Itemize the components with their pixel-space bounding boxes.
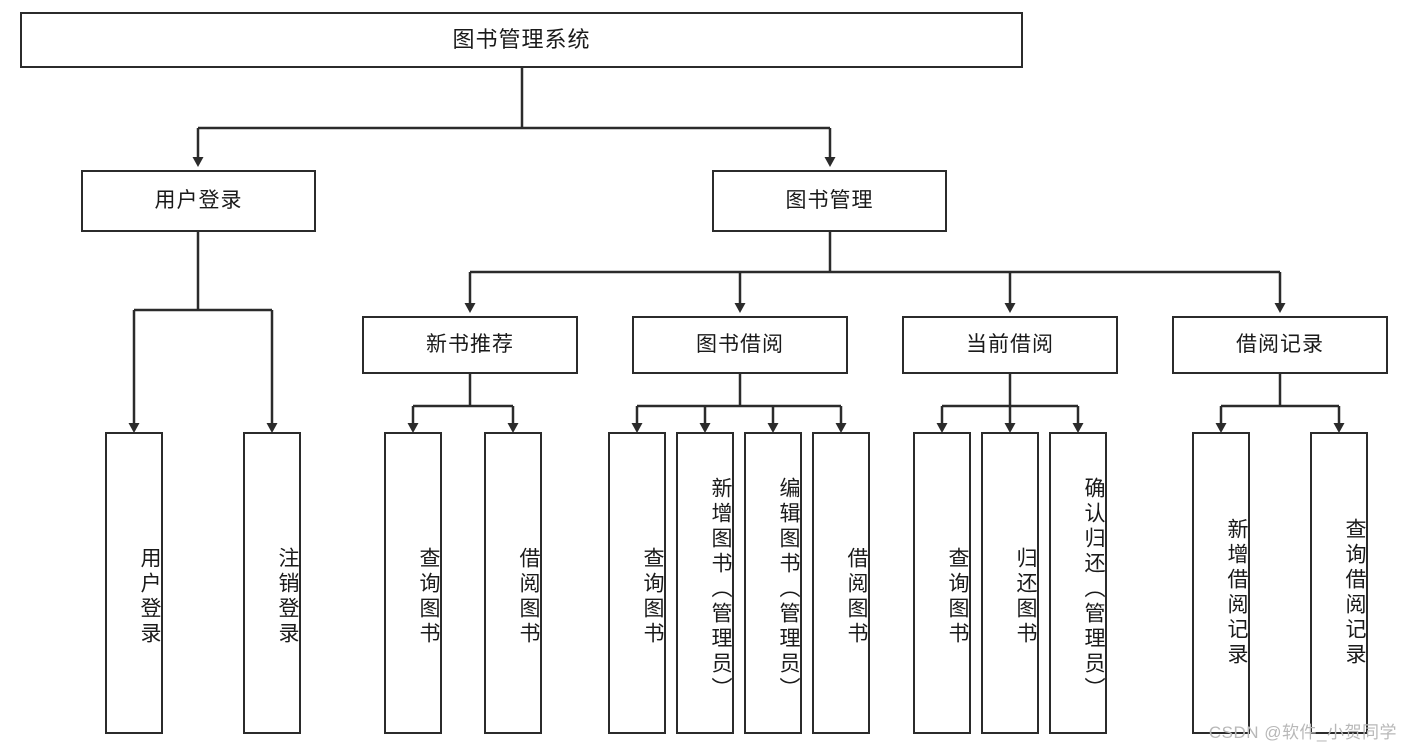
leaf-add-borrow-record[interactable]: 新增借阅记录 (1192, 432, 1250, 734)
node-book-management[interactable]: 图书管理 (712, 170, 947, 232)
leaf-query-borrow-record[interactable]: 查询借阅记录 (1310, 432, 1368, 734)
node-label: 图书管理 (785, 189, 874, 213)
node-label: 图书借阅 (696, 333, 784, 357)
leaf-confirm-return[interactable]: 确认归还（管理员） (1049, 432, 1107, 734)
node-root-book-management-system[interactable]: 图书管理系统 (20, 12, 1023, 68)
node-label: 新增图书（管理员） (709, 476, 732, 702)
leaf-query-book-borrow[interactable]: 查询图书 (608, 432, 666, 734)
leaf-query-book-current[interactable]: 查询图书 (913, 432, 971, 734)
node-label: 注销登录 (276, 547, 299, 647)
node-label: 查询借阅记录 (1343, 518, 1366, 668)
node-label: 编辑图书（管理员） (777, 476, 800, 702)
node-label: 用户登录 (138, 547, 161, 647)
node-label: 归还图书 (1014, 547, 1037, 647)
node-user-login[interactable]: 用户登录 (81, 170, 316, 232)
node-current-borrow[interactable]: 当前借阅 (902, 316, 1118, 374)
node-label: 当前借阅 (966, 333, 1054, 357)
node-label: 新书推荐 (426, 333, 514, 357)
leaf-user-login[interactable]: 用户登录 (105, 432, 163, 734)
node-label: 查询图书 (417, 547, 440, 647)
node-label: 借阅记录 (1236, 333, 1324, 357)
leaf-add-book[interactable]: 新增图书（管理员） (676, 432, 734, 734)
node-label: 查询图书 (641, 547, 664, 647)
node-label: 用户登录 (154, 189, 243, 213)
node-new-book-recommend[interactable]: 新书推荐 (362, 316, 578, 374)
node-label: 查询图书 (946, 547, 969, 647)
node-book-borrow[interactable]: 图书借阅 (632, 316, 848, 374)
leaf-query-book-recommend[interactable]: 查询图书 (384, 432, 442, 734)
node-borrow-record[interactable]: 借阅记录 (1172, 316, 1388, 374)
node-label: 借阅图书 (845, 547, 868, 647)
node-label: 借阅图书 (517, 547, 540, 647)
node-label: 新增借阅记录 (1225, 518, 1248, 668)
leaf-borrow-book-recommend[interactable]: 借阅图书 (484, 432, 542, 734)
leaf-logout-login[interactable]: 注销登录 (243, 432, 301, 734)
node-label: 图书管理系统 (452, 26, 591, 52)
watermark-text: CSDN @软件_小贺同学 (1208, 723, 1397, 742)
leaf-return-book[interactable]: 归还图书 (981, 432, 1039, 734)
leaf-edit-book[interactable]: 编辑图书（管理员） (744, 432, 802, 734)
node-label: 确认归还（管理员） (1082, 476, 1105, 702)
leaf-borrow-book-borrow[interactable]: 借阅图书 (812, 432, 870, 734)
